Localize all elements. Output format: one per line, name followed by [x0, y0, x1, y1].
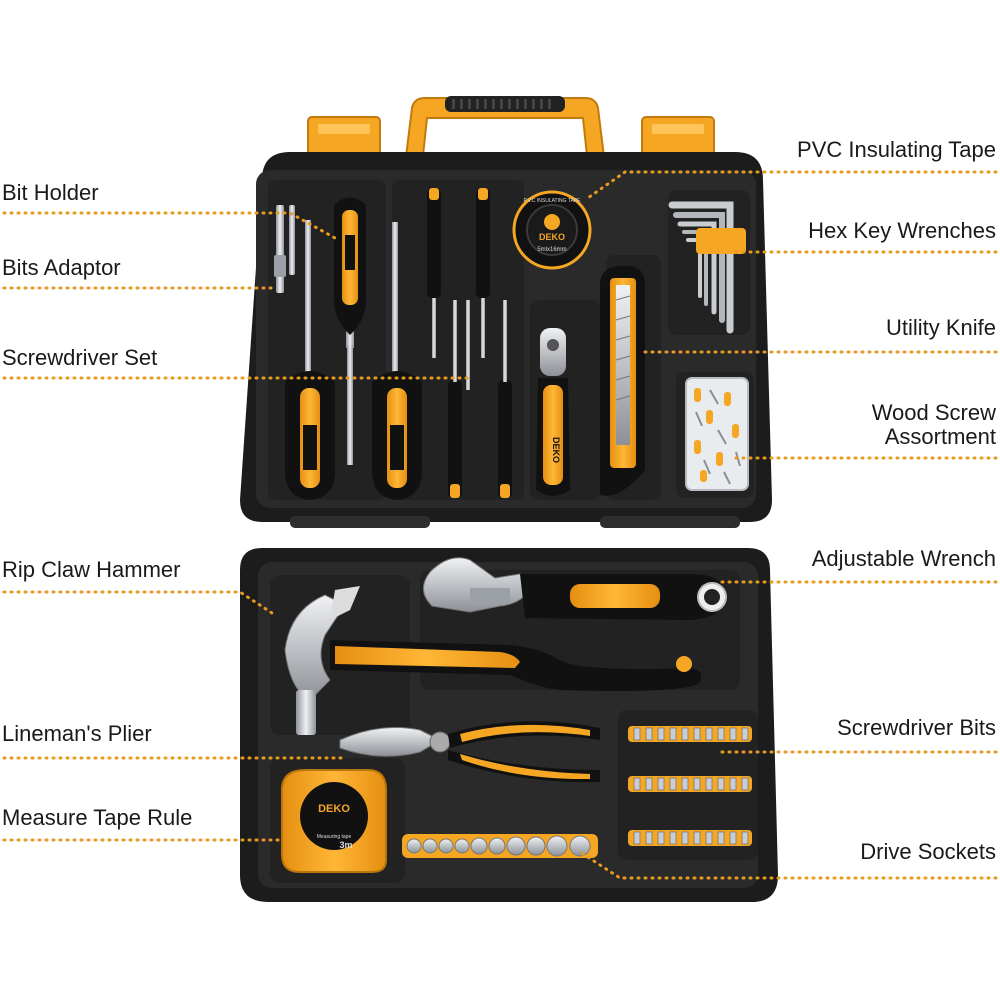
- measure-tape-brand: DEKO: [318, 803, 350, 815]
- measure-tape-length: 3m: [339, 840, 352, 850]
- leader-rip-claw-hammer: [2, 590, 277, 617]
- utility-knife-tool: [600, 266, 645, 496]
- screwdriver-large-4: [347, 345, 353, 465]
- label-bit-holder: Bit Holder: [2, 180, 99, 205]
- leader-lines: [2, 170, 998, 880]
- label-hex-key-wrenches: Hex Key Wrenches: [808, 218, 996, 243]
- ratchet-brand: DEKO: [551, 437, 561, 463]
- label-screwdriver-bits: Screwdriver Bits: [837, 715, 996, 740]
- ratchet-screwdriver: DEKO: [536, 328, 570, 496]
- wood-screw-box: [685, 377, 749, 491]
- case-latch-right: [641, 116, 715, 160]
- label-wood-screw-assortment: Wood Screw Assortment: [871, 400, 996, 449]
- leader-pvc-insulating-tape: [583, 170, 998, 202]
- label-utility-knife: Utility Knife: [885, 315, 996, 340]
- screwdriver-bits-rows: [628, 726, 752, 846]
- drive-sockets-row: [402, 834, 598, 858]
- measure-tape-label: Measuring tape: [317, 834, 352, 840]
- precision-screwdrivers: [427, 188, 512, 498]
- hammer-tool: [284, 586, 702, 735]
- label-pvc-insulating-tape: PVC Insulating Tape: [797, 137, 996, 162]
- pliers-tool: [339, 721, 600, 783]
- tape-roll-size: 5mlx16mm: [537, 247, 566, 253]
- leader-drive-sockets: [578, 850, 998, 880]
- bit-holder-tool: [274, 205, 295, 293]
- tape-roll-ring: P.V.C INSULATING TAPE: [524, 198, 582, 204]
- hex-key-set: [668, 201, 746, 334]
- label-drive-sockets: Drive Sockets: [860, 839, 996, 864]
- label-measure-tape-rule: Measure Tape Rule: [2, 805, 193, 830]
- adjustable-wrench-tool: [423, 557, 727, 620]
- case-latch-left: [307, 116, 381, 160]
- case-hinges: [290, 516, 740, 528]
- label-rip-claw-hammer: Rip Claw Hammer: [2, 557, 181, 582]
- measure-tape-tool: DEKO Measuring tape 3m: [281, 769, 387, 873]
- label-bits-adaptor: Bits Adaptor: [2, 255, 121, 280]
- pvc-tape-roll: DEKO 5mlx16mm P.V.C INSULATING TAPE: [512, 190, 592, 270]
- label-adjustable-wrench: Adjustable Wrench: [811, 546, 996, 571]
- screwdriver-large-3: [372, 222, 422, 500]
- tape-roll-brand: DEKO: [539, 232, 565, 242]
- case-handle: [403, 96, 607, 166]
- label-linemans-plier: Lineman's Plier: [2, 721, 152, 746]
- screwdriver-large-1: [334, 197, 366, 348]
- leader-bit-holder: [2, 211, 337, 240]
- screwdriver-large-2: [285, 220, 335, 500]
- label-screwdriver-set: Screwdriver Set: [2, 345, 158, 370]
